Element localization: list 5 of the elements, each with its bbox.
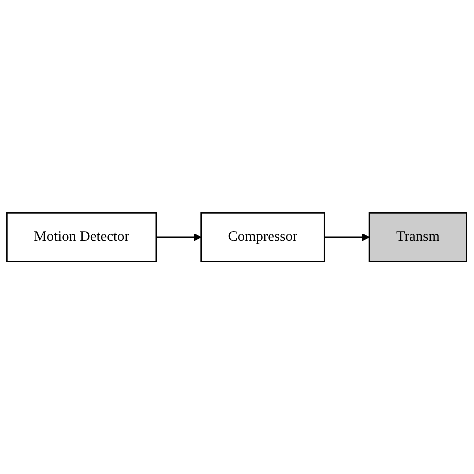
node-box: Compressor <box>200 212 326 262</box>
arrow <box>156 233 202 241</box>
node-box: Transm <box>368 212 468 262</box>
node-box: Motion Detector <box>6 212 158 262</box>
arrow <box>324 233 370 241</box>
